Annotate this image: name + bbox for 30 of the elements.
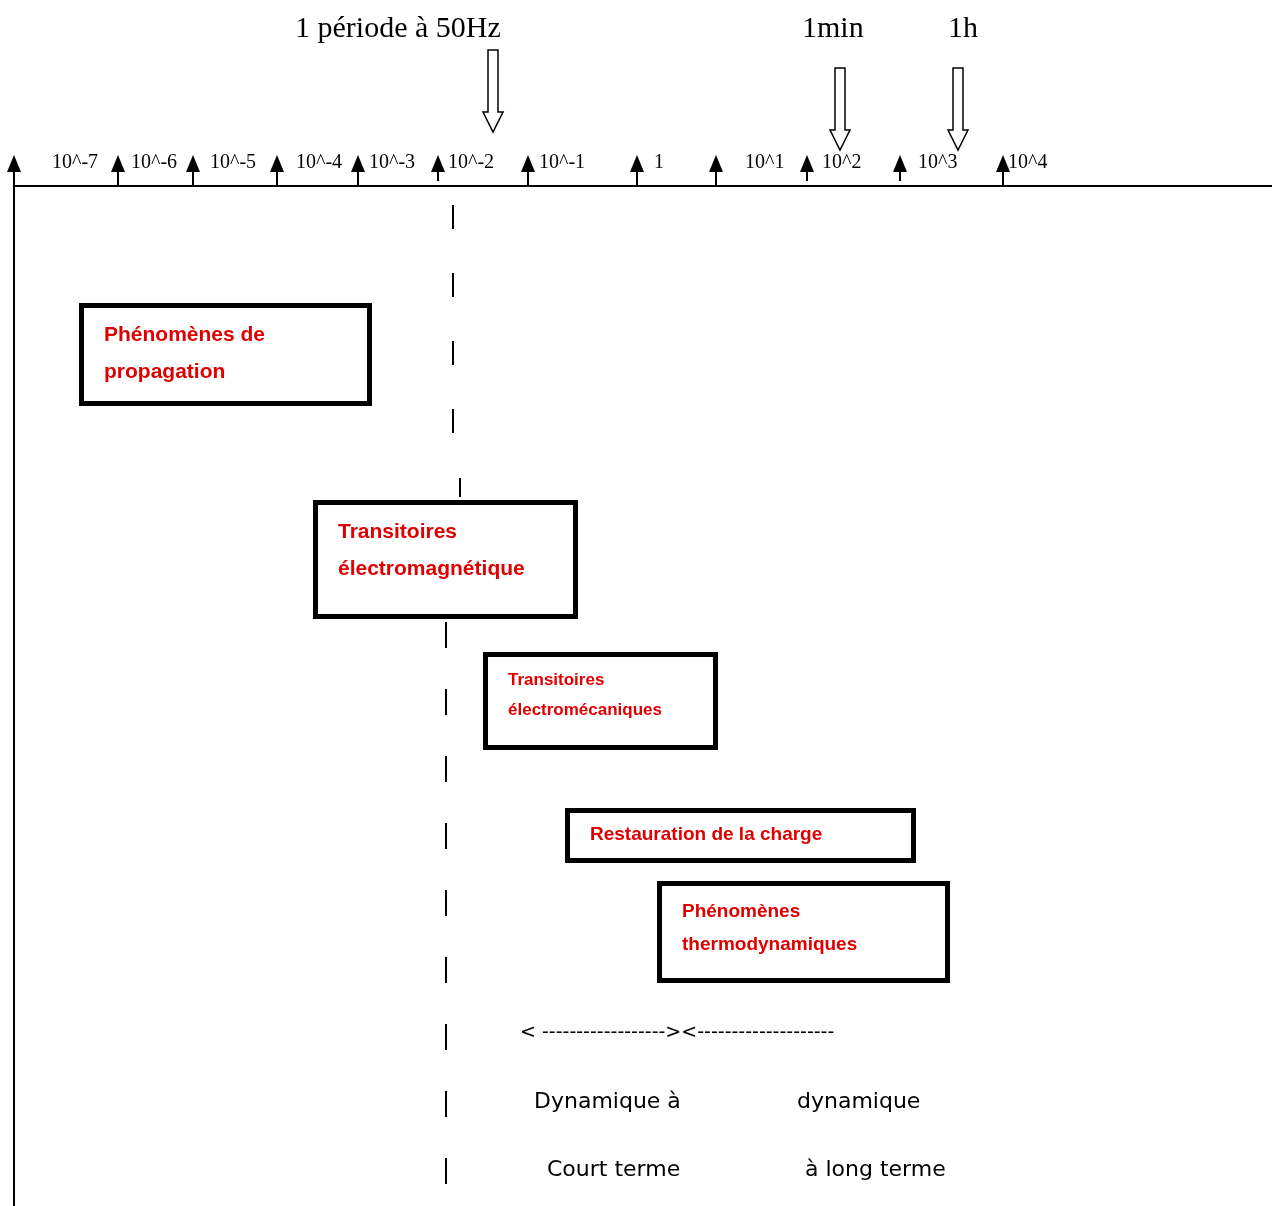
time-marker-label: 1 période à 50Hz (295, 10, 501, 44)
box-label: Transitoires électromagnétique (338, 518, 526, 581)
tick-label: 10^-2 (448, 150, 495, 173)
box-label: Phénomènes thermodynamiques (682, 899, 859, 957)
phenomenon-box (79, 303, 372, 406)
box-label: Restauration de la charge (590, 822, 824, 846)
tick-label: 10^-6 (131, 150, 178, 173)
range-caption: à long terme (805, 1156, 946, 1181)
tick-label: 10^-5 (210, 150, 257, 173)
box-label: Phénomènes de propagation (104, 321, 267, 384)
tick-label: 10^-4 (296, 150, 343, 173)
phenomenon-box (657, 881, 950, 983)
tick-label: 10^-1 (539, 150, 586, 173)
phenomenon-box (565, 808, 916, 863)
phenomenon-box (483, 652, 718, 750)
range-marker: < ------------------><-------------------- (520, 1020, 835, 1042)
tick-label: 10^2 (822, 150, 862, 173)
range-caption: Dynamique à (534, 1088, 681, 1113)
tick-label: 10^-7 (52, 150, 99, 173)
range-caption: Court terme (547, 1156, 681, 1181)
tick-label: 10^4 (1008, 150, 1048, 173)
tick-label: 1 (654, 150, 664, 173)
range-caption: dynamique (797, 1088, 921, 1113)
phenomenon-box (313, 500, 578, 619)
tick-label: 10^1 (745, 150, 785, 173)
tick-label: 10^3 (918, 150, 958, 173)
time-marker-label: 1h (948, 10, 978, 44)
tick-label: 10^-3 (369, 150, 416, 173)
time-marker-label: 1min (802, 10, 864, 44)
box-label: Transitoires électromécaniques (508, 669, 663, 721)
